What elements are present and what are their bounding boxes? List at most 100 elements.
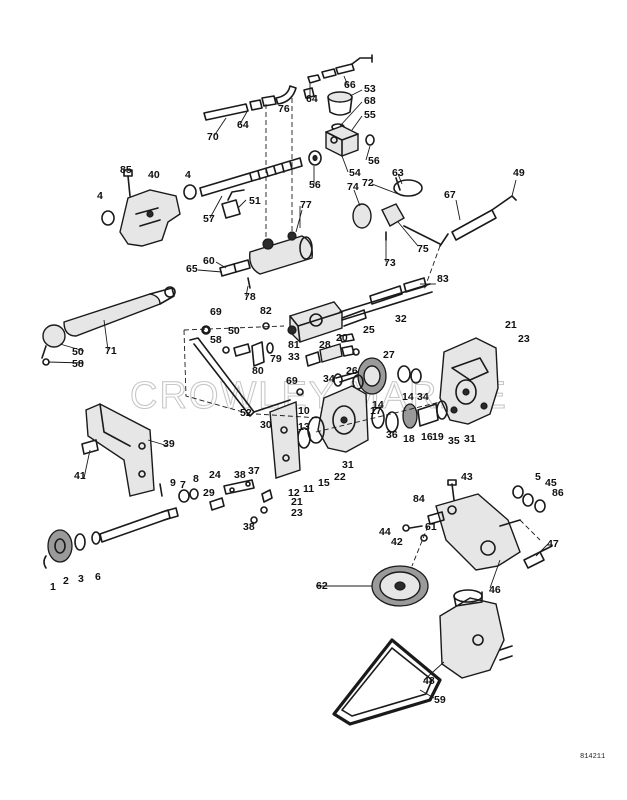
leader-lines — [47, 75, 549, 699]
callout-9: 9 — [170, 477, 176, 489]
callout-5: 5 — [535, 471, 541, 483]
callout-34b: 34 — [417, 391, 429, 403]
callout-23b: 23 — [291, 507, 303, 519]
callout-57: 57 — [203, 213, 215, 225]
callout-14b: 14 — [402, 391, 414, 403]
callout-85: 85 — [120, 164, 132, 176]
callout-63: 63 — [392, 167, 404, 179]
support-bracket — [81, 403, 155, 497]
callout-64b: 64 — [306, 93, 318, 105]
callout-37: 37 — [248, 465, 260, 477]
callout-labels: 1 2 3 4 4 5 6 7 8 9 10 11 12 13 14 14 15… — [50, 79, 564, 706]
callout-73: 73 — [384, 257, 396, 269]
pump-reservoir — [439, 589, 513, 679]
upper-right-linkage — [352, 177, 517, 247]
small-bracket — [221, 189, 245, 219]
callout-17: 17 — [370, 405, 382, 417]
valve-block-assembly — [325, 91, 375, 157]
callout-54: 54 — [349, 167, 361, 179]
callout-3: 3 — [78, 573, 84, 585]
pump-rotor-gear — [333, 357, 387, 395]
hydraulic-cylinder — [219, 231, 313, 289]
callout-86: 86 — [552, 487, 564, 499]
callout-64: 64 — [237, 119, 249, 131]
steering-link-rod — [189, 325, 291, 417]
callout-58b: 58 — [210, 334, 222, 346]
callout-55: 55 — [364, 109, 376, 121]
callout-21b: 21 — [291, 496, 303, 508]
callout-36: 36 — [386, 429, 398, 441]
pump-housing-right — [439, 337, 499, 425]
assembly-guide-lines — [183, 98, 541, 567]
callout-53: 53 — [364, 83, 376, 95]
callout-46: 46 — [489, 584, 501, 596]
callout-60: 60 — [203, 255, 215, 267]
callout-32: 32 — [395, 313, 407, 325]
parts-group — [41, 54, 553, 726]
callout-67: 67 — [444, 189, 456, 201]
callout-41: 41 — [74, 470, 86, 482]
callout-82: 82 — [260, 305, 272, 317]
callout-31: 31 — [342, 459, 354, 471]
callout-29: 29 — [203, 487, 215, 499]
callout-13: 13 — [298, 421, 310, 433]
figure-code: 814211 — [580, 753, 605, 761]
callout-66: 66 — [344, 79, 356, 91]
drive-pulley — [371, 565, 429, 607]
small-fittings-left — [202, 322, 304, 396]
right-bolts — [512, 485, 553, 569]
callout-8: 8 — [193, 473, 199, 485]
hose-fitting-top-right — [307, 54, 373, 84]
callout-39: 39 — [163, 438, 175, 450]
callout-10: 10 — [298, 405, 310, 417]
small-hardware-center — [159, 483, 199, 503]
tube-elbow-and-tubes — [203, 85, 315, 121]
callout-14: 14 — [372, 399, 384, 411]
callout-78: 78 — [244, 291, 256, 303]
callout-40: 40 — [148, 169, 160, 181]
callout-59: 59 — [434, 694, 446, 706]
callout-38b: 38 — [243, 521, 255, 533]
callout-50b: 50 — [228, 325, 240, 337]
callout-76: 76 — [278, 103, 290, 115]
callout-79: 79 — [270, 353, 282, 365]
callout-19: 19 — [432, 431, 444, 443]
callout-48: 48 — [423, 675, 435, 687]
callout-71: 71 — [105, 345, 117, 357]
callout-1: 1 — [50, 581, 56, 593]
callout-81: 81 — [288, 339, 300, 351]
callout-56: 56 — [309, 179, 321, 191]
pump-body-center — [297, 385, 369, 453]
callout-69b: 69 — [286, 375, 298, 387]
callout-35: 35 — [448, 435, 460, 447]
callout-6: 6 — [95, 571, 101, 583]
power-cylinder — [41, 286, 176, 366]
callout-74: 74 — [347, 181, 359, 193]
spool-parts — [305, 333, 360, 367]
callout-30: 30 — [260, 419, 272, 431]
callout-7: 7 — [180, 479, 186, 491]
callout-52: 52 — [240, 407, 252, 419]
callout-61: 61 — [425, 521, 437, 533]
callout-22: 22 — [334, 471, 346, 483]
control-valve — [287, 301, 367, 343]
callout-2: 2 — [63, 575, 69, 587]
callout-69: 69 — [210, 306, 222, 318]
callout-38: 38 — [234, 469, 246, 481]
callout-26: 26 — [346, 365, 358, 377]
callout-16: 16 — [421, 431, 433, 443]
callout-21: 21 — [505, 319, 517, 331]
callout-45: 45 — [545, 477, 557, 489]
callout-43: 43 — [461, 471, 473, 483]
callout-20: 20 — [336, 332, 348, 344]
callout-4: 4 — [97, 190, 103, 202]
callout-15: 15 — [318, 477, 330, 489]
lever-and-bolts — [209, 479, 273, 524]
callout-34: 34 — [323, 373, 335, 385]
callout-68: 68 — [364, 95, 376, 107]
callout-65: 65 — [186, 263, 198, 275]
callout-50: 50 — [72, 346, 84, 358]
callout-70: 70 — [207, 131, 219, 143]
callout-4b: 4 — [185, 169, 191, 181]
